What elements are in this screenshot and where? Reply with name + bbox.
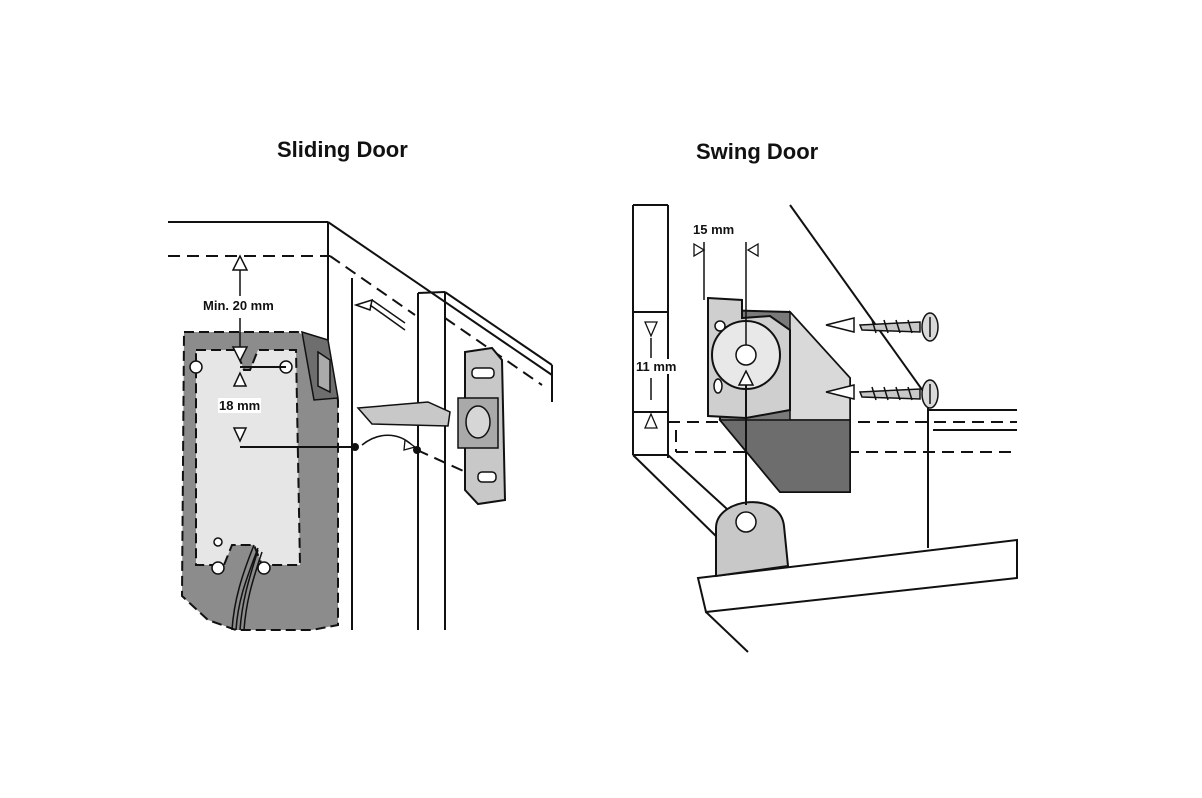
min-distance-label: Min. 20 mm [202,298,275,313]
swing-width-label: 15 mm [692,222,736,237]
sliding-height-label: 18 mm [218,398,262,413]
swing-height-label: 11 mm [635,359,678,374]
sliding-door-drawing [168,221,553,631]
hinge-knuckle [715,501,790,578]
mounting-plate [195,349,302,566]
swing-door-drawing [632,204,1018,653]
screw-icon [825,312,939,342]
sliding-door-title: Sliding Door [277,137,408,162]
swing-door-title: Swing Door [696,139,819,164]
screw-icon [825,379,939,409]
